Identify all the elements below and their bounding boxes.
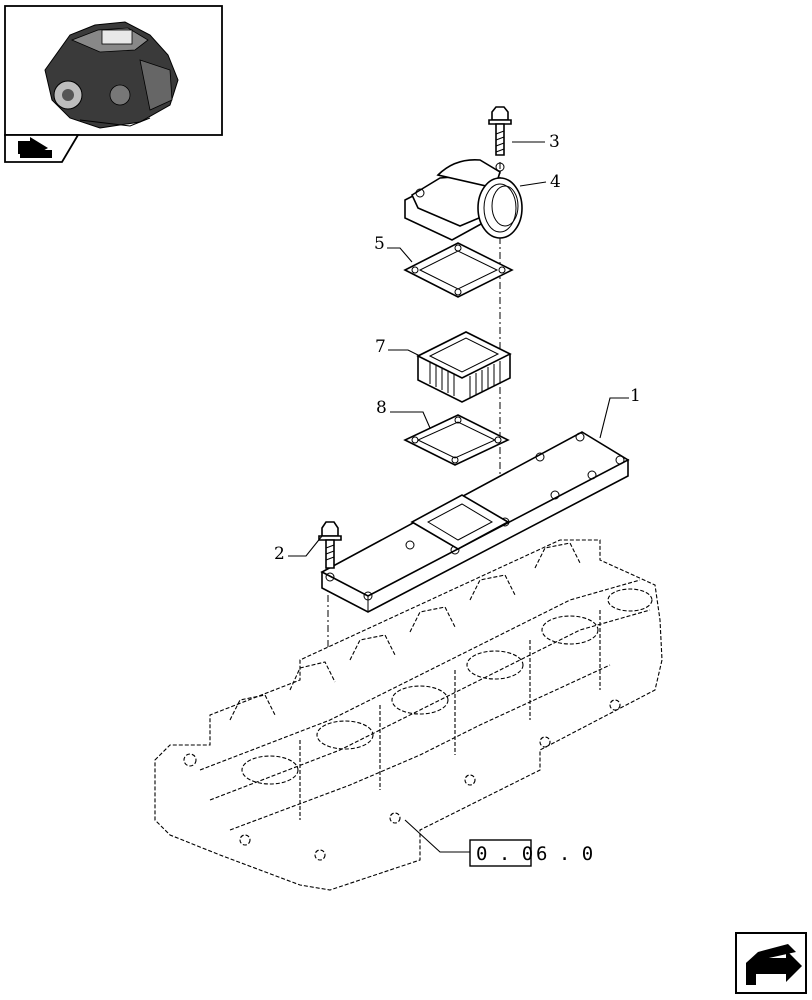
- callout-4: 4: [550, 172, 561, 192]
- reference-rest: 6 . 0: [536, 843, 593, 865]
- callout-8: 8: [376, 398, 387, 418]
- leader-ref: [404, 819, 470, 853]
- leader-5: [387, 247, 413, 263]
- leader-1: [599, 397, 629, 439]
- cylinder-head-phantom: [154, 539, 663, 891]
- part-4-inlet-elbow[interactable]: [404, 158, 523, 241]
- leader-7: [388, 349, 421, 357]
- callout-2: 2: [274, 544, 285, 564]
- part-3-bolt[interactable]: [488, 106, 512, 156]
- leader-2: [288, 535, 323, 557]
- part-7-heater-block[interactable]: [416, 331, 512, 403]
- reference-tag[interactable]: 0 . 0 6 . 0: [469, 839, 593, 867]
- leader-4: [519, 181, 547, 187]
- callout-7: 7: [375, 337, 386, 357]
- part-1-manifold-cover[interactable]: [320, 431, 630, 613]
- part-5-gasket[interactable]: [403, 242, 514, 298]
- part-2-bolt[interactable]: [318, 521, 342, 569]
- reference-boxed: 0 . 0: [476, 843, 533, 865]
- book-arrow-icon[interactable]: [4, 134, 80, 163]
- callout-3: 3: [549, 132, 560, 152]
- engine-thumbnail-icon[interactable]: [4, 5, 223, 136]
- callout-1: 1: [630, 386, 641, 406]
- callout-5: 5: [374, 234, 385, 254]
- part-8-gasket[interactable]: [403, 414, 510, 466]
- leader-8: [390, 411, 431, 429]
- next-page-arrow-icon[interactable]: [735, 932, 807, 994]
